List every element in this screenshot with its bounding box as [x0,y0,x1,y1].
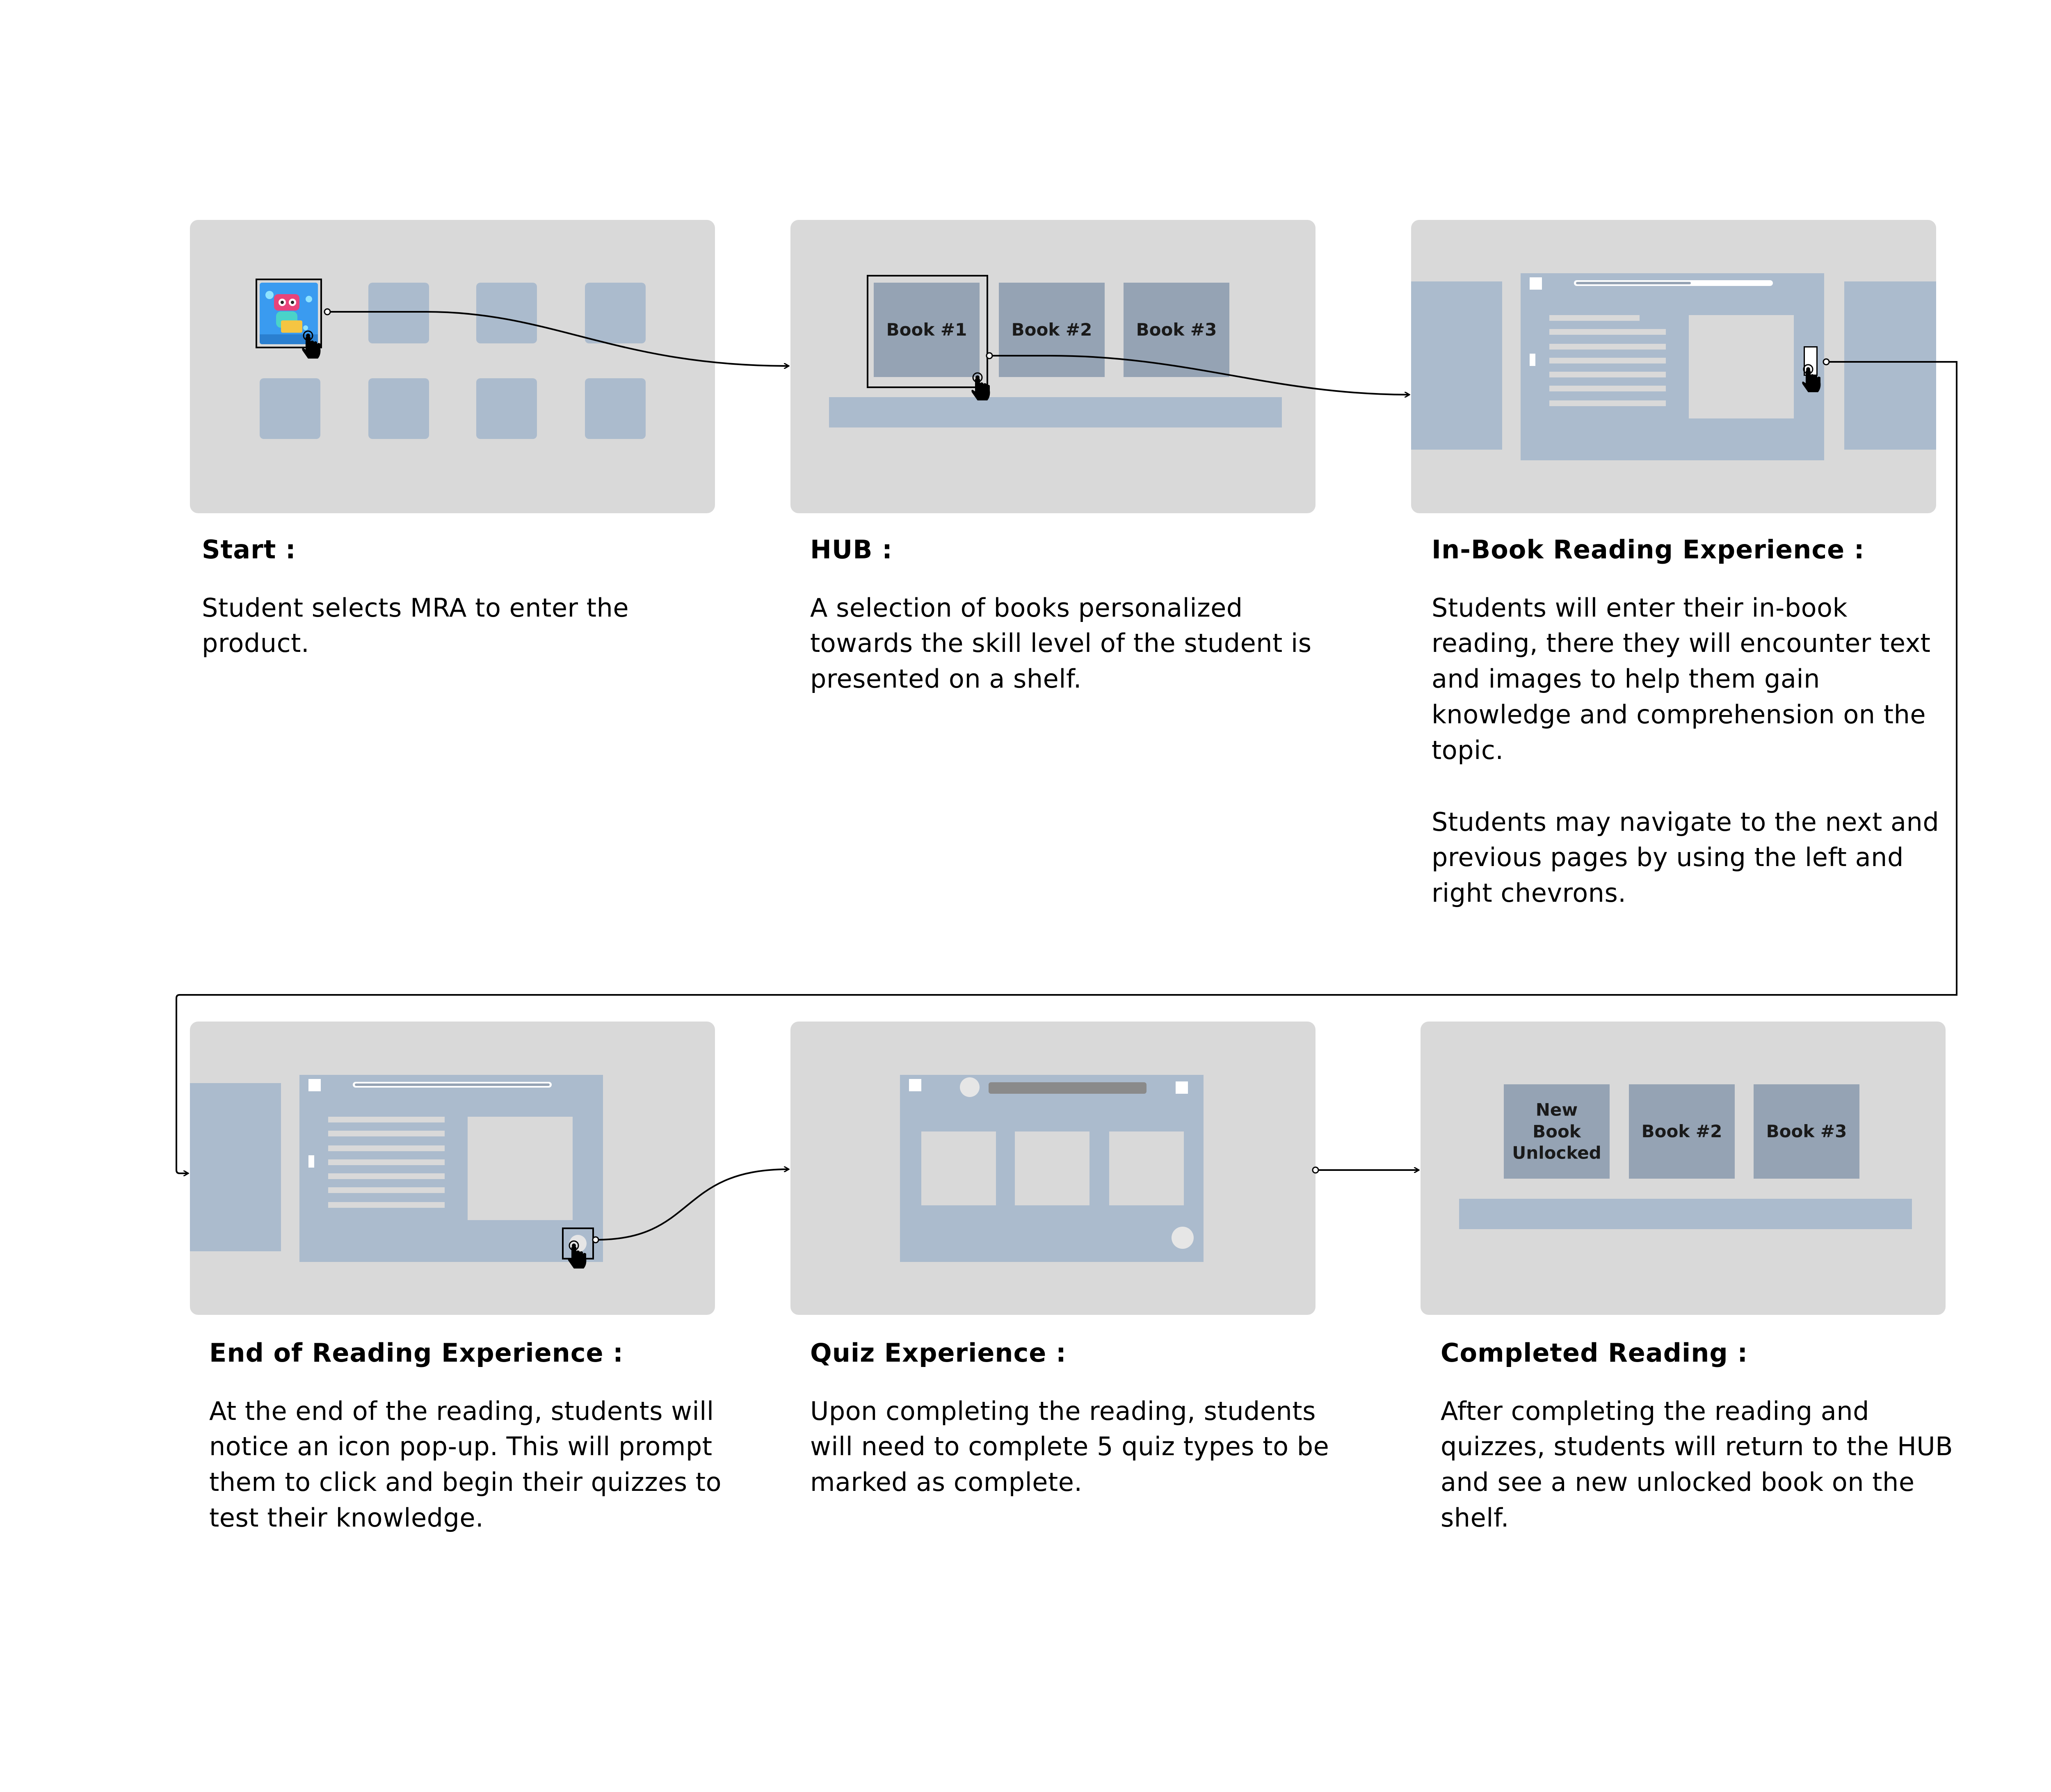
step-description: A selection of books personalized toward… [810,592,1312,694]
quiz-option[interactable] [1109,1131,1184,1205]
text-line [328,1131,445,1136]
step-title: Completed Reading : [1441,1338,1748,1368]
shelf [1459,1199,1912,1229]
app-tile [260,378,320,439]
app-tile [368,283,429,343]
step-description: Students will enter their in-book readin… [1432,592,1931,765]
shelf-book-3[interactable]: Book #3 [1754,1084,1859,1179]
text-line [328,1187,445,1193]
quiz-progress-bar [989,1082,1147,1094]
connector-hub-to-inbook [989,355,1409,395]
text-line [1549,344,1666,350]
step-title: In-Book Reading Experience : [1432,535,1865,565]
connector-end-to-quiz [595,1169,789,1241]
left-chevron[interactable] [308,1155,314,1168]
start-screen-panel [190,220,715,513]
book-label: Book #3 [1766,1121,1847,1141]
end-of-reading-screen-panel [190,1022,715,1315]
book-label: New Book Unlocked [1512,1099,1601,1163]
menu-button[interactable] [308,1079,321,1091]
step-quiz-caption: Quiz Experience : Upon completing the re… [810,1337,1343,1500]
left-chevron[interactable] [1530,354,1535,366]
completed-screen-panel: New Book Unlocked Book #2 Book #3 [1421,1022,1946,1315]
in-book-screen-panel [1411,220,1936,513]
step-title: Start : [202,535,296,565]
text-line [328,1173,445,1179]
menu-button[interactable] [1530,277,1542,290]
shelf [829,397,1282,427]
quiz-avatar [960,1077,980,1097]
shelf-new-book[interactable]: New Book Unlocked [1504,1084,1610,1179]
shelf-book-2[interactable]: Book #2 [1629,1084,1735,1179]
step-description-navigation: Students may navigate to the next and pr… [1432,807,1939,908]
step-description: After completing the reading and quizzes… [1441,1396,1953,1533]
shelf-book-2[interactable]: Book #2 [999,283,1105,377]
step-title: End of Reading Experience : [209,1338,624,1368]
close-button[interactable] [1176,1081,1188,1094]
book-label: Book #3 [1136,319,1217,340]
step-start-caption: Start : Student selects MRA to enter the… [202,533,735,661]
quiz-option[interactable] [921,1131,996,1205]
book-1-selection-frame [867,275,988,388]
text-line [328,1145,445,1151]
text-line [1549,400,1666,406]
hand-pointer-icon [1801,363,1825,398]
text-line [1549,358,1666,363]
app-tile [476,283,537,343]
step-end-caption: End of Reading Experience : At the end o… [209,1337,742,1536]
hand-pointer-icon [301,330,325,364]
quiz-option[interactable] [1015,1131,1089,1205]
text-line [328,1159,445,1165]
menu-button[interactable] [909,1079,921,1091]
previous-page-preview [1411,281,1502,450]
page-image [468,1117,573,1220]
step-description: Upon completing the reading, students wi… [810,1396,1329,1497]
reading-progress-bar [1574,280,1773,286]
step-hub-caption: HUB : A selection of books personalized … [810,533,1343,697]
reading-page [1521,273,1824,460]
step-inbook-caption: In-Book Reading Experience : Students wi… [1432,533,1961,911]
step-completed-caption: Completed Reading : After completing the… [1441,1337,1974,1536]
connector-inbook-to-end [176,361,1957,1173]
connector-start-to-hub [327,311,789,366]
next-page-preview [1844,281,1936,450]
step-description: Student selects MRA to enter the product… [202,592,629,658]
hand-pointer-icon [566,1240,591,1274]
previous-page-preview [190,1083,281,1251]
app-tile [476,378,537,439]
book-label: Book #2 [1641,1121,1722,1141]
text-line [1549,386,1666,391]
hub-screen-panel: Book #1 Book #2 Book #3 [790,220,1316,513]
app-tile [585,378,646,439]
reading-progress-bar [353,1082,552,1088]
next-button[interactable] [1172,1227,1194,1249]
text-line [328,1202,445,1208]
heading-line [1549,315,1640,321]
page-image [1689,315,1794,418]
app-tile [368,378,429,439]
quiz-page [900,1075,1204,1262]
hand-pointer-icon [970,372,995,406]
step-title: HUB : [810,535,893,565]
step-title: Quiz Experience : [810,1338,1067,1368]
step-description: At the end of the reading, students will… [209,1396,722,1533]
text-line [1549,372,1666,377]
shelf-book-1[interactable]: Book #1 [874,283,980,377]
quiz-screen-panel [790,1022,1316,1315]
text-line [328,1117,445,1122]
reading-page [299,1075,603,1262]
book-label: Book #2 [1011,319,1092,340]
app-tile [585,283,646,343]
text-line [1549,329,1666,335]
book-label: Book #1 [886,319,967,340]
